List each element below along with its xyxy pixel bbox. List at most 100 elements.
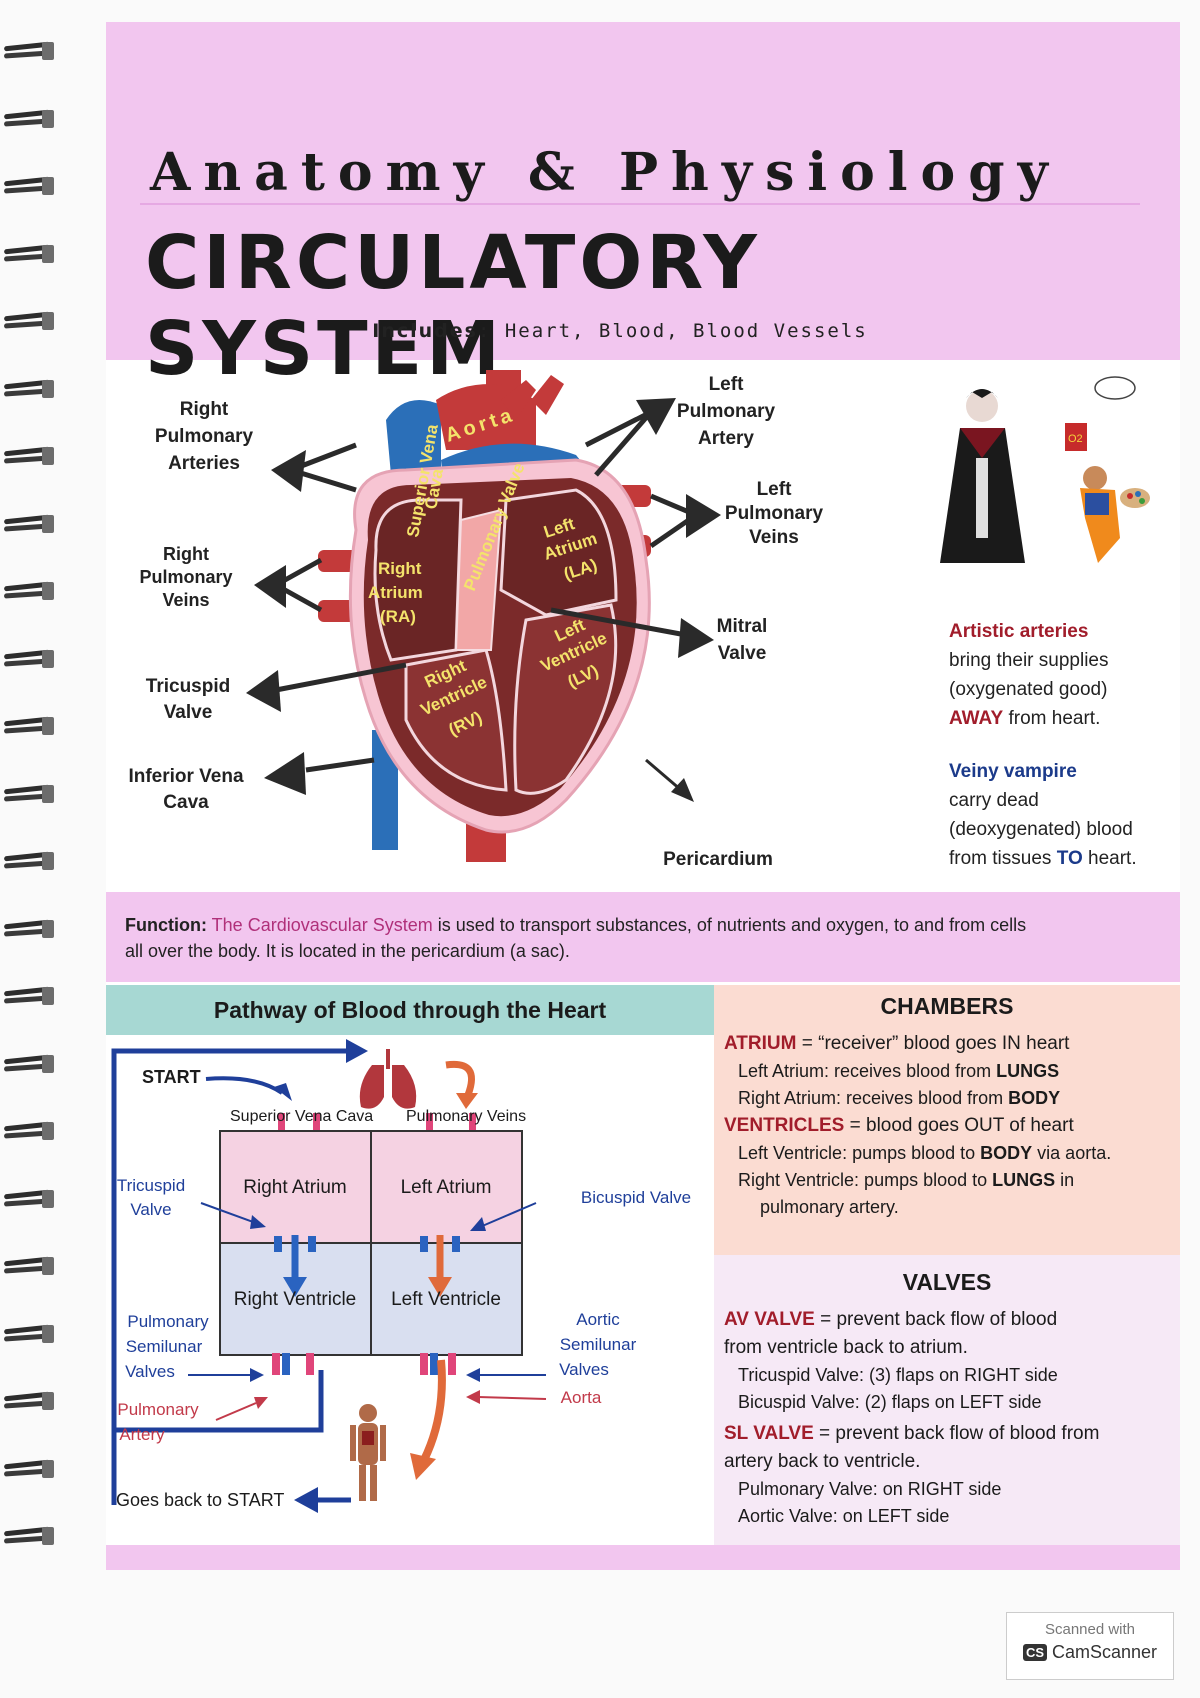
left-ventricle-label: Left Ventricle xyxy=(391,1289,501,1310)
label-lpv-2: Pulmonary xyxy=(725,503,824,524)
la-to-lv-arrowhead xyxy=(428,1277,452,1297)
tricuspid-label-2: Valve xyxy=(130,1200,171,1219)
sl-key: SL VALVE xyxy=(724,1423,814,1444)
chambers-heading: CHAMBERS xyxy=(880,993,1014,1019)
lv-via: via aorta. xyxy=(1032,1143,1112,1163)
label-lpa-3: Artery xyxy=(698,428,754,449)
artery-away: AWAY xyxy=(949,708,1004,729)
pointer-mitral xyxy=(550,607,687,638)
camscanner-name: CamScanner xyxy=(1052,1642,1158,1662)
vein-mnemonic-line1: carry dead xyxy=(949,790,1039,811)
aorta-label: Aorta xyxy=(561,1388,602,1407)
label-ivc-2: Cava xyxy=(163,792,209,813)
valves-heading: VALVES xyxy=(902,1269,992,1295)
tricuspid-fact: Tricuspid Valve: (3) flaps on RIGHT side xyxy=(738,1365,1058,1385)
spiral-binding xyxy=(0,40,60,1600)
svc-label: Superior Vena Cava xyxy=(230,1108,373,1125)
pointer-tricuspid-head xyxy=(250,1215,266,1229)
left-atrium-box xyxy=(370,1130,523,1244)
artery-from-heart: from heart. xyxy=(1003,708,1101,729)
bicuspid-label: Bicuspid Valve xyxy=(581,1188,691,1207)
bottom-band xyxy=(106,1545,1180,1570)
function-text1: is used to transport substances, of nutr… xyxy=(432,915,1027,935)
aortic-sl-label-3: Valves xyxy=(559,1360,609,1379)
aortic-sl-flap-1 xyxy=(420,1353,428,1375)
artist-illustration: O2 xyxy=(1065,376,1150,563)
label-mv-1: Mitral xyxy=(717,616,768,637)
right-ventricle-line2: pulmonary artery. xyxy=(760,1197,899,1217)
artery-mnemonic-title: Artistic arteries xyxy=(949,621,1089,642)
bicuspid-flap-1 xyxy=(420,1236,428,1252)
pulm-sl-flap-3 xyxy=(282,1353,290,1375)
pulm-sl-label-3: Valves xyxy=(125,1362,175,1381)
label-rpv-2: Pulmonary xyxy=(139,567,232,587)
atrium-line: ATRIUM = “receiver” blood goes IN heart xyxy=(724,1030,1172,1058)
aorta-out-arrow xyxy=(420,1359,446,1462)
label-ra-3: (RA) xyxy=(380,607,416,626)
spiral-coil xyxy=(3,985,56,1007)
arrowhead-tricuspid xyxy=(246,670,281,712)
pointer-pulmonary-artery xyxy=(215,1402,257,1421)
tricuspid-flap-1 xyxy=(274,1236,282,1252)
scanned-with-text: Scanned with xyxy=(1044,1621,1136,1638)
aortic-sl-flap-3 xyxy=(430,1353,438,1375)
left-atrium-chamber xyxy=(499,488,618,617)
function-system-name: The Cardiovascular System xyxy=(211,915,433,935)
function-text: Function: The Cardiovascular System is u… xyxy=(125,912,1165,964)
vampire-illustration xyxy=(940,389,1025,563)
pulmonary-valve-fact: Pulmonary Valve: on RIGHT side xyxy=(738,1479,1002,1499)
spiral-coil xyxy=(3,1525,56,1547)
label-rpv-1: Right xyxy=(163,544,209,564)
valves-body: AV VALVE = prevent back flow of blood fr… xyxy=(714,1296,1180,1530)
vein-mnemonic-line2: (deoxygenated) blood xyxy=(949,819,1133,840)
ra-to-rv-arrowhead xyxy=(283,1277,307,1297)
function-line1: Function: The Cardiovascular System is u… xyxy=(125,912,1165,938)
av-valve-line: AV VALVE = prevent back flow of blood xyxy=(724,1306,1172,1334)
pointer-bicuspid-valve xyxy=(479,1202,537,1228)
pathway-heading: Pathway of Blood through the Heart xyxy=(106,985,714,1035)
label-ra-1: Right xyxy=(378,559,422,578)
pathway-diagram: START Superior Vena Cava Pulmonary Veins… xyxy=(106,1035,714,1545)
pointer-tricuspid-valve xyxy=(200,1202,257,1224)
left-atrium-label: Left Atrium xyxy=(401,1177,492,1198)
lungs-icon xyxy=(359,1049,417,1109)
includes-line: Includes: Heart, Blood, Blood Vessels xyxy=(200,320,1040,342)
label-mv-2: Valve xyxy=(718,643,767,664)
includes-value: : Heart, Blood, Blood Vessels xyxy=(477,320,868,342)
spiral-coil xyxy=(3,175,56,197)
function-band xyxy=(106,892,1180,982)
artery-mnemonic: Artistic arteries bring their supplies (… xyxy=(949,617,1175,733)
pointer-aorta-head xyxy=(466,1390,480,1404)
av-def1: = prevent back flow of blood xyxy=(814,1309,1058,1330)
ra-text: Right Atrium: receives blood from xyxy=(738,1088,1009,1108)
camscanner-watermark: Scanned with CS CamScanner xyxy=(1006,1612,1174,1680)
arrowhead-lpa xyxy=(636,398,676,435)
spiral-coil xyxy=(3,378,56,400)
lv-text: Left Ventricle: pumps blood to xyxy=(738,1143,981,1163)
aorta-branch-2 xyxy=(531,375,564,415)
pointer-tricuspid xyxy=(275,662,407,693)
label-ivc-1: Inferior Vena xyxy=(128,766,244,787)
tricuspid-label-1: Tricuspid xyxy=(117,1176,185,1195)
pointer-aortic-sl-head xyxy=(466,1368,480,1382)
goes-back-label: Goes back to START xyxy=(116,1490,284,1510)
spiral-coil xyxy=(3,310,56,332)
bicuspid-flap-2 xyxy=(452,1236,460,1252)
aortic-sl-label-2: Semilunar xyxy=(560,1335,637,1354)
arrowhead-rpa xyxy=(271,450,306,492)
svc-stub-2 xyxy=(313,1113,320,1131)
label-lpa-2: Pulmonary xyxy=(677,401,776,422)
aorta-branch-1 xyxy=(501,380,536,420)
rv-text: Right Ventricle: pumps blood to xyxy=(738,1170,993,1190)
aortic-sl-label-1: Aortic xyxy=(576,1310,620,1329)
spiral-coil xyxy=(3,1120,56,1142)
spiral-coil xyxy=(3,580,56,602)
pulm-sl-flap-2 xyxy=(306,1353,314,1375)
camscanner-brand: CS CamScanner xyxy=(1007,1642,1173,1663)
pulmonary-artery-label-2: Artery xyxy=(119,1425,165,1444)
page-title-main: CIRCULATORY SYSTEM xyxy=(145,220,761,392)
label-ra-2: Atrium xyxy=(368,583,423,602)
function-line2: all over the body. It is located in the … xyxy=(125,941,570,961)
artery-mnemonic-line2: (oxygenated good) xyxy=(949,679,1108,700)
goes-back-arrowhead xyxy=(294,1487,318,1513)
